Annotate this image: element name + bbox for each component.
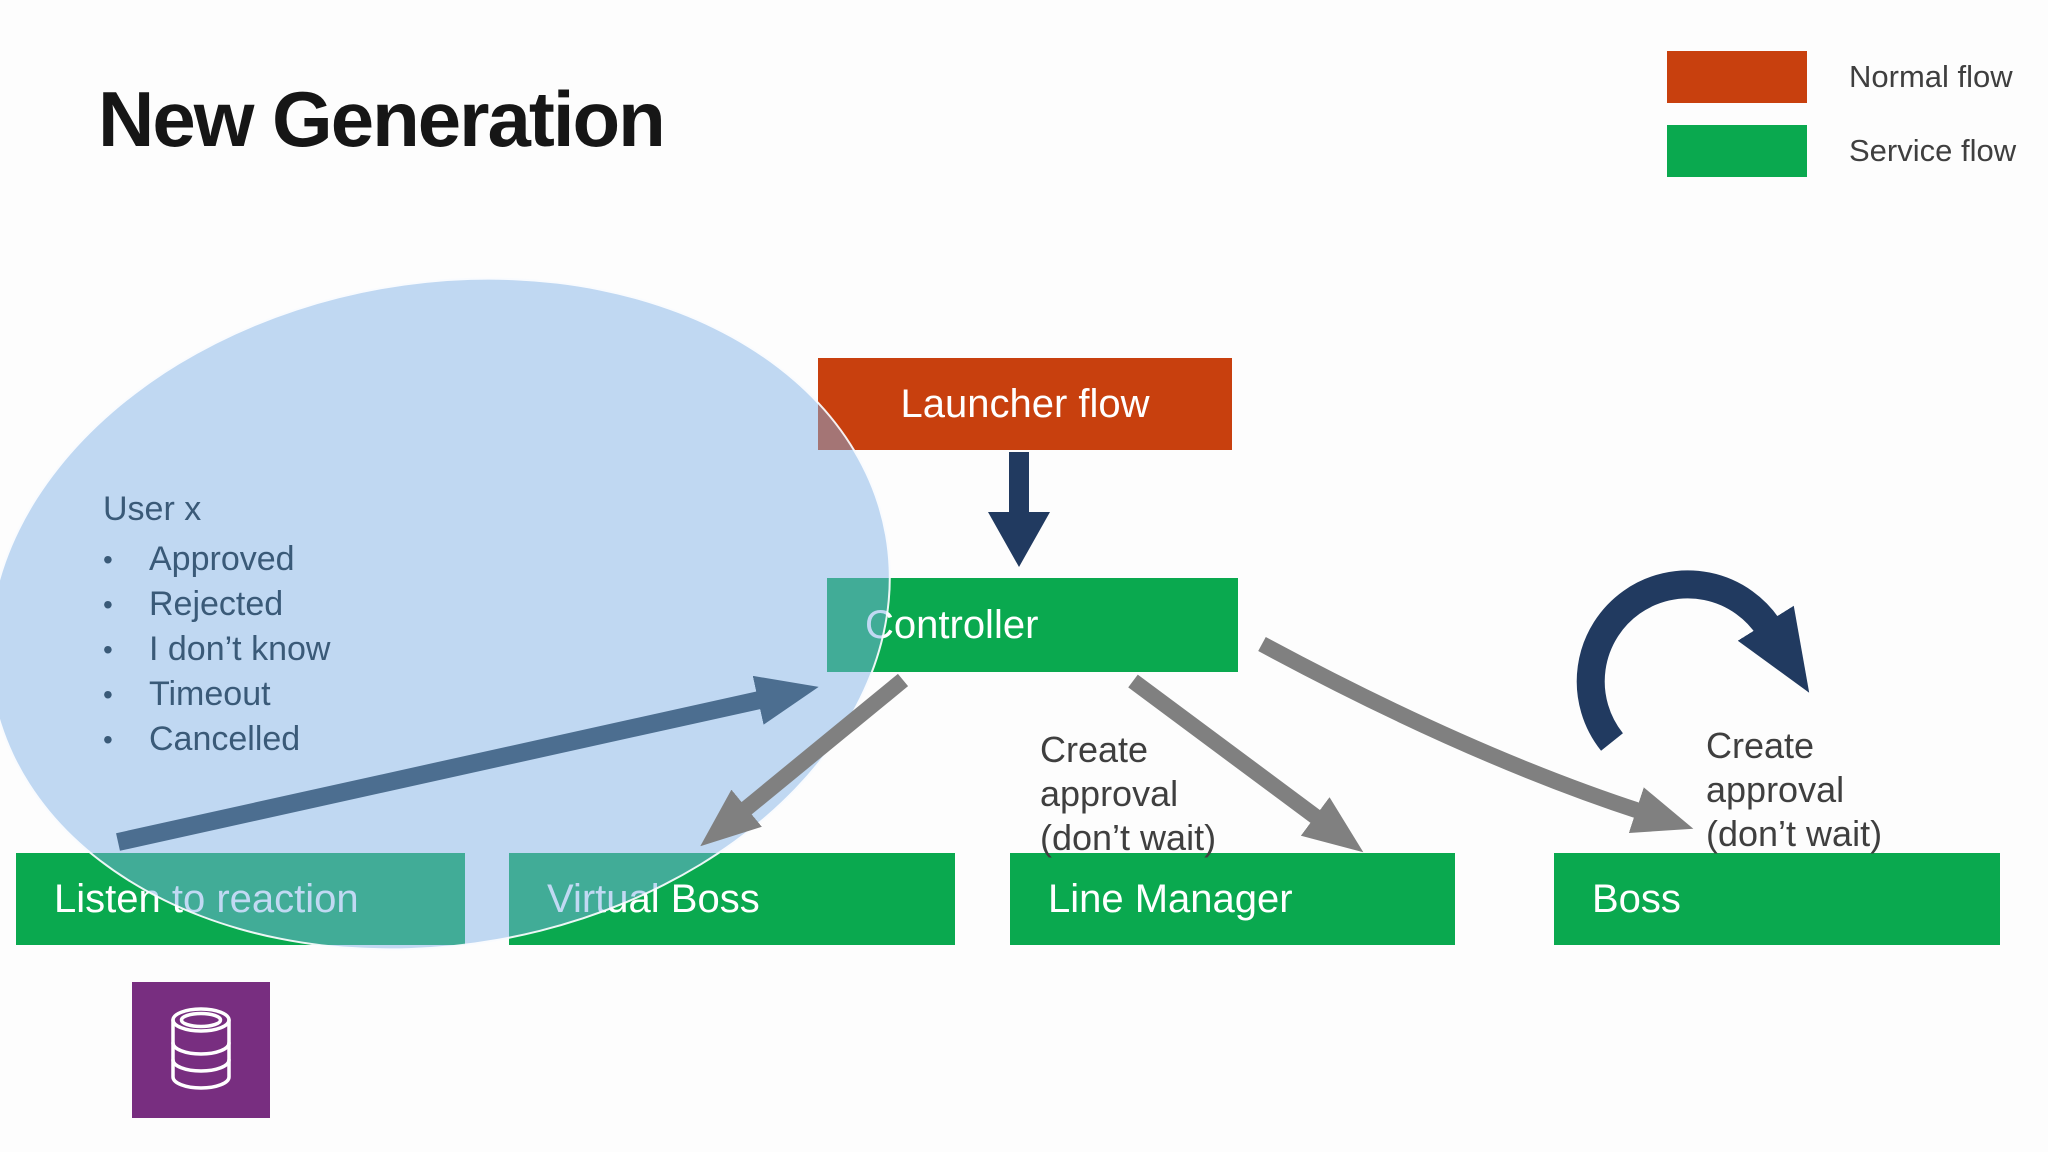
legend-label-normal-flow: Normal flow bbox=[1849, 59, 2013, 94]
database-glyph bbox=[171, 1007, 231, 1090]
annotation-line: approval bbox=[1040, 773, 1179, 814]
bullet-icon: • bbox=[103, 723, 113, 755]
node-controller: Controller bbox=[827, 578, 1238, 672]
annotation-create-approval-line-manager: Create approval (don’t wait) bbox=[1040, 728, 1216, 860]
launcher-to-controller-arrow bbox=[988, 452, 1050, 567]
note-bullet-item: • Approved bbox=[103, 537, 330, 582]
node-boss-label: Boss bbox=[1592, 876, 1681, 921]
node-launcher-flow-label: Launcher flow bbox=[900, 381, 1150, 426]
note-bullet-label: Rejected bbox=[149, 585, 284, 623]
database-icon bbox=[132, 982, 270, 1118]
note-bullet-label: Timeout bbox=[149, 675, 271, 713]
annotation-line: (don’t wait) bbox=[1706, 813, 1883, 854]
bullet-icon: • bbox=[103, 588, 113, 620]
bullet-icon: • bbox=[103, 633, 113, 665]
node-launcher-flow: Launcher flow bbox=[818, 358, 1232, 450]
annotation-line: approval bbox=[1706, 769, 1845, 810]
node-boss: Boss bbox=[1554, 853, 2000, 945]
annotation-line: (don’t wait) bbox=[1040, 817, 1217, 858]
node-listen-to-reaction-label: Listen to reaction bbox=[54, 876, 359, 921]
note-heading: User x bbox=[103, 490, 202, 528]
note-bullet-label: Approved bbox=[149, 540, 295, 578]
bullet-icon: • bbox=[103, 678, 113, 710]
user-note: User x • Approved • Rejected • I don’t k… bbox=[103, 490, 330, 762]
note-bullet-list: • Approved • Rejected • I don’t know • T… bbox=[103, 537, 330, 762]
legend-label-service-flow: Service flow bbox=[1849, 133, 2017, 168]
annotation-line: Create bbox=[1706, 725, 1815, 766]
node-line-manager-label: Line Manager bbox=[1048, 876, 1293, 921]
note-bullet-label: Cancelled bbox=[149, 720, 301, 758]
annotation-create-approval-boss: Create approval (don’t wait) bbox=[1706, 724, 1882, 856]
note-bullet-item: • Cancelled bbox=[103, 717, 330, 762]
controller-to-boss-arrow bbox=[1258, 636, 1694, 833]
node-listen-to-reaction: Listen to reaction bbox=[16, 853, 465, 945]
bullet-icon: • bbox=[103, 543, 113, 575]
normal-flow-swatch bbox=[1667, 51, 1807, 103]
node-controller-label: Controller bbox=[865, 602, 1039, 647]
legend-item-normal-flow: Normal flow bbox=[1667, 51, 2016, 103]
legend: Normal flow Service flow bbox=[1667, 51, 2016, 199]
service-flow-swatch bbox=[1667, 125, 1807, 177]
note-bullet-item: • I don’t know bbox=[103, 627, 330, 672]
annotation-line: Create bbox=[1040, 729, 1149, 770]
note-bullet-item: • Timeout bbox=[103, 672, 330, 717]
slide-title: New Generation bbox=[98, 75, 666, 163]
node-line-manager: Line Manager bbox=[1010, 853, 1455, 945]
note-bullet-label: I don’t know bbox=[149, 630, 331, 668]
boss-loop-arrow bbox=[1576, 570, 1810, 751]
node-virtual-boss-label: Virtual Boss bbox=[547, 876, 760, 921]
node-virtual-boss: Virtual Boss bbox=[509, 853, 955, 945]
legend-item-service-flow: Service flow bbox=[1667, 125, 2016, 177]
note-bullet-item: • Rejected bbox=[103, 582, 330, 627]
